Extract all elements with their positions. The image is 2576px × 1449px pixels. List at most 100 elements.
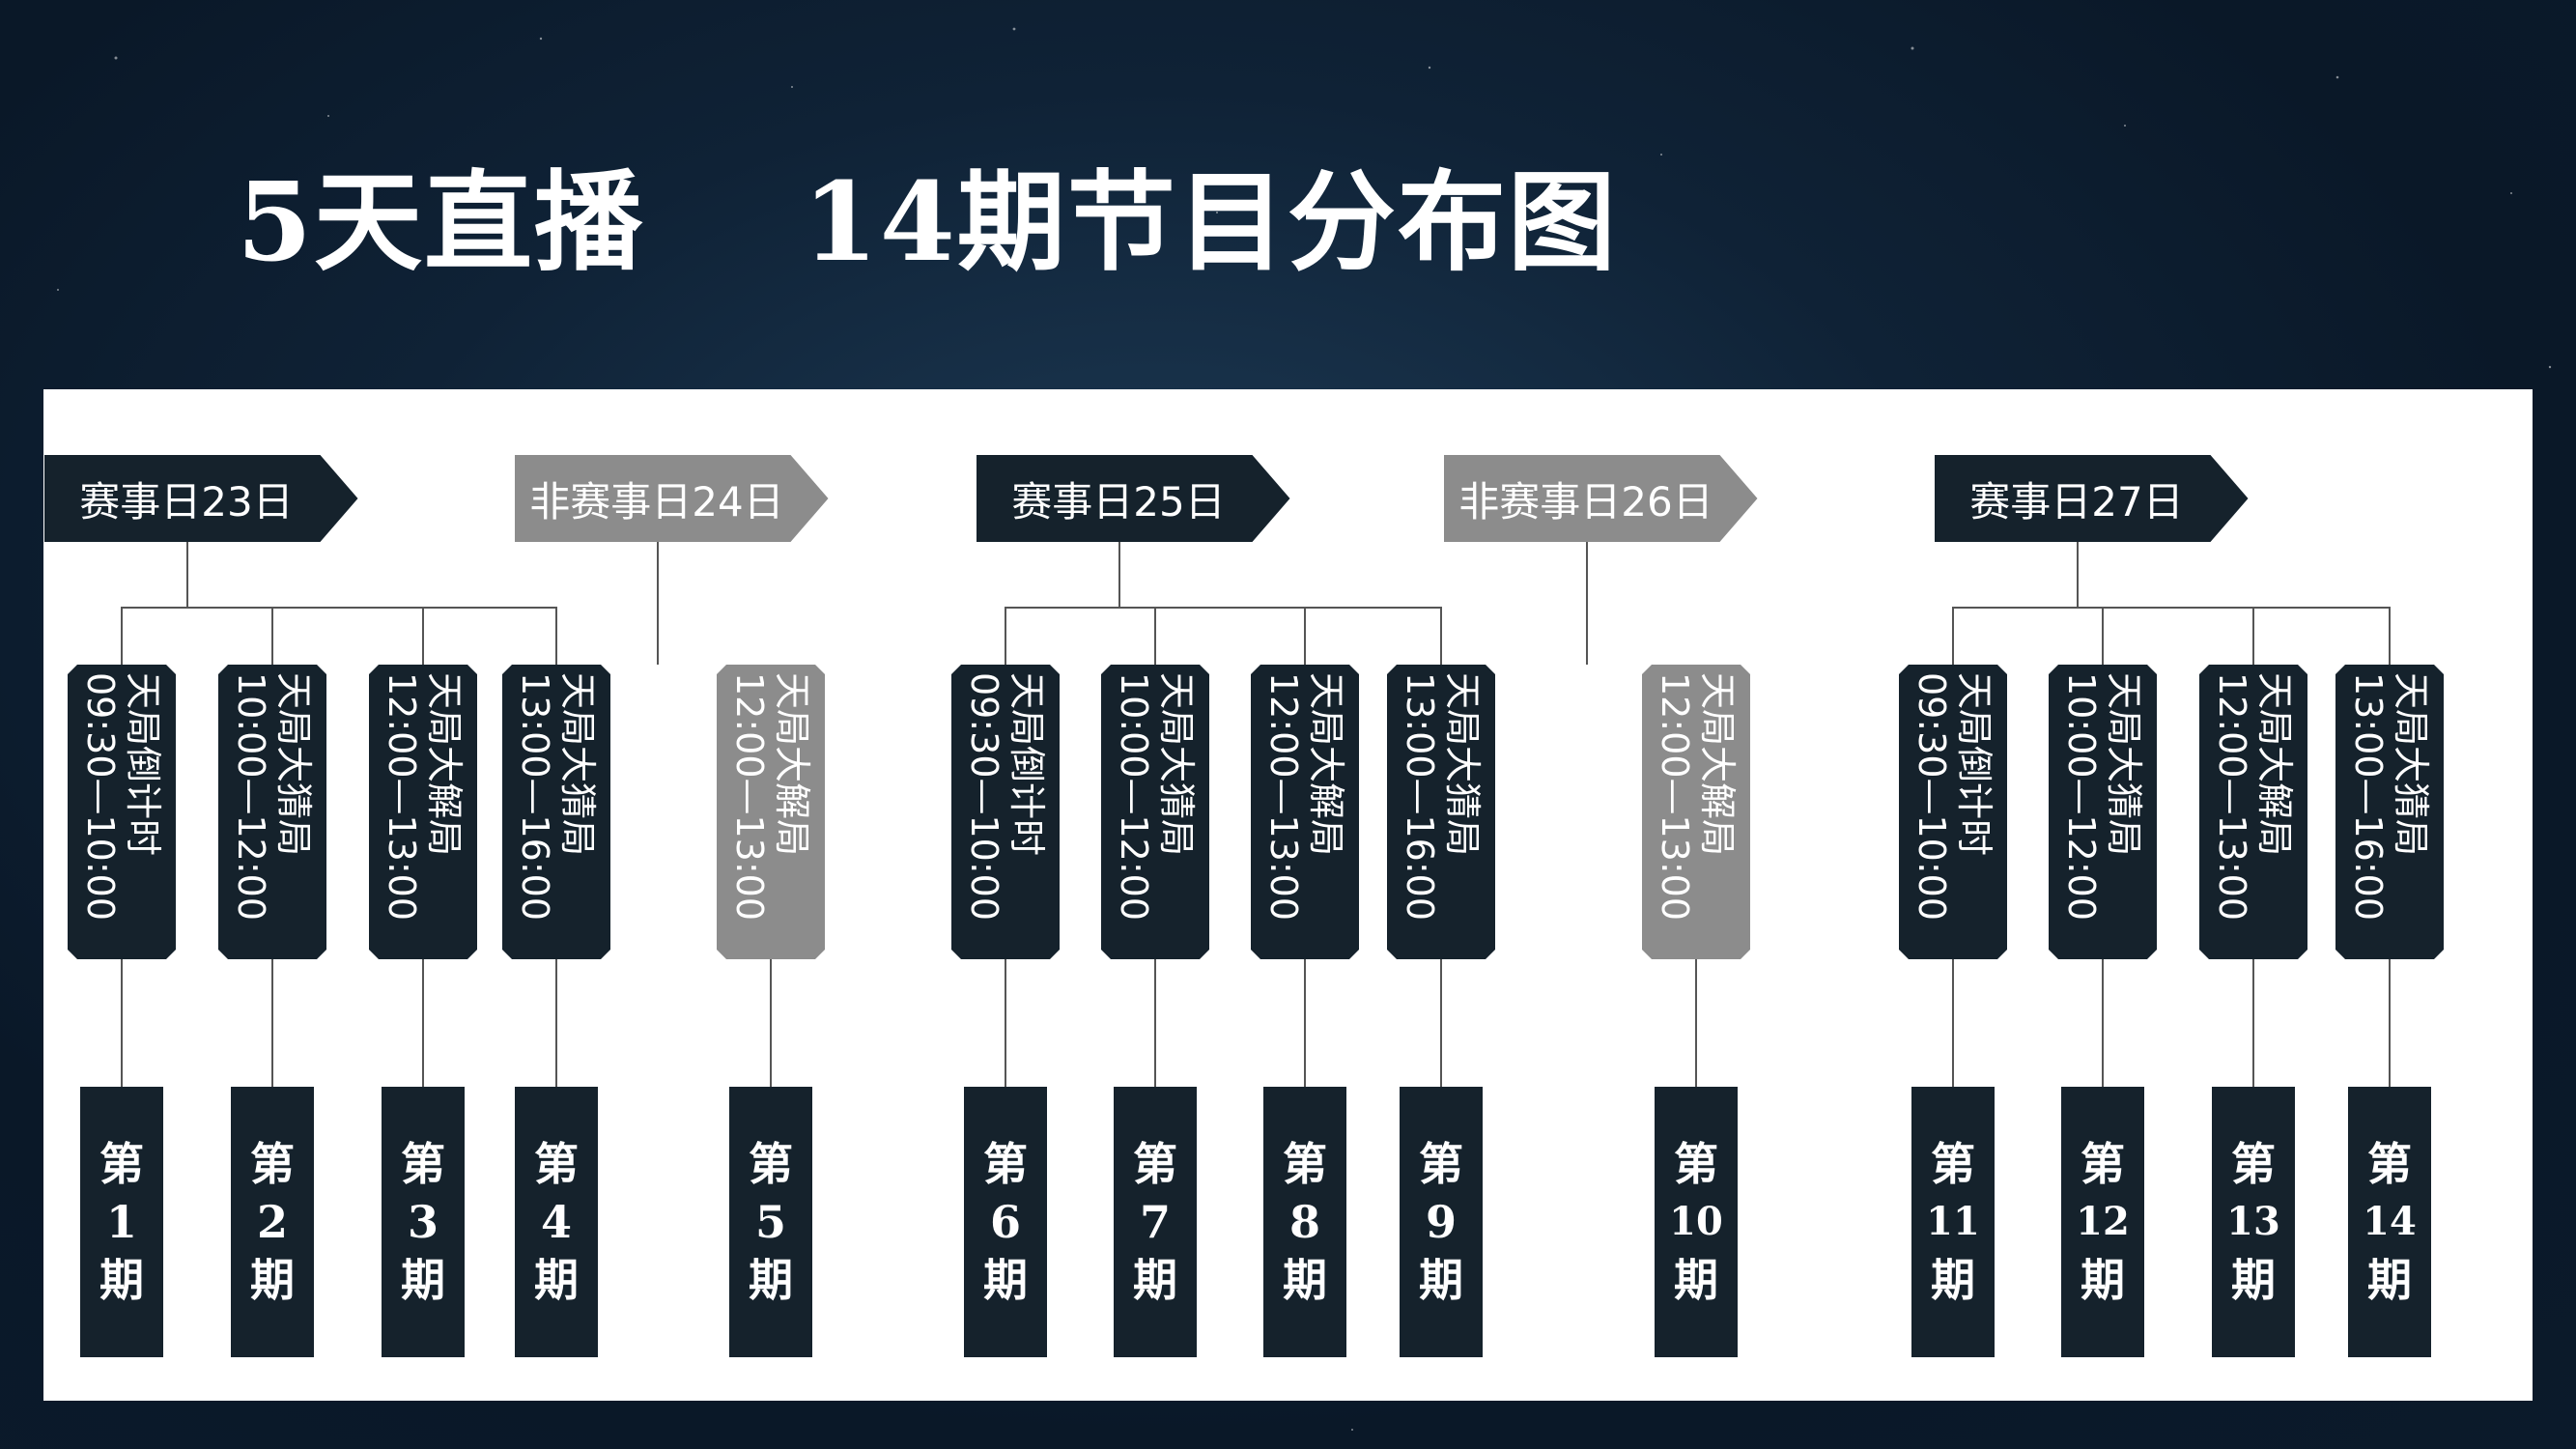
- program-name: 天局大解局: [423, 671, 466, 856]
- period-number: 10: [1669, 1199, 1723, 1244]
- connector-line: [770, 959, 772, 1087]
- connector-line: [2389, 607, 2391, 665]
- program-time: 09:30—10:00: [1911, 671, 1953, 921]
- period-suffix: 期: [2081, 1254, 2125, 1306]
- program-name: 天局大猜局: [2390, 671, 2432, 856]
- period-suffix: 期: [250, 1254, 295, 1306]
- connector-line: [1695, 959, 1697, 1087]
- program-time: 09:30—10:00: [79, 671, 122, 921]
- program-time: 13:00—16:00: [514, 671, 556, 921]
- day-header[interactable]: 赛事日23日: [43, 455, 358, 542]
- connector-line: [1586, 542, 1588, 665]
- period-label: 第 10 期: [1655, 1087, 1738, 1357]
- connector-line: [1154, 959, 1156, 1087]
- connector-line: [2389, 959, 2391, 1087]
- program-time: 12:00—13:00: [728, 671, 771, 921]
- period-suffix: 期: [1419, 1254, 1463, 1306]
- program-time: 10:00—12:00: [2060, 671, 2103, 921]
- connector-line: [2252, 607, 2254, 665]
- period-number: 6: [989, 1196, 1021, 1248]
- period-prefix: 第: [2231, 1138, 2276, 1190]
- period-prefix: 第: [1283, 1138, 1327, 1190]
- connector-line: [1005, 607, 1442, 609]
- program-time: 10:00—12:00: [1113, 671, 1155, 921]
- period-label: 第 12 期: [2061, 1087, 2144, 1357]
- period-prefix: 第: [2367, 1138, 2412, 1190]
- period-prefix: 第: [534, 1138, 579, 1190]
- connector-line: [121, 607, 557, 609]
- program-name: 天局大猜局: [2103, 671, 2145, 856]
- connector-line: [422, 959, 424, 1087]
- connector-line: [1440, 607, 1442, 665]
- period-suffix: 期: [1931, 1254, 1975, 1306]
- connector-line: [271, 607, 273, 665]
- connector-line: [1304, 959, 1306, 1087]
- period-prefix: 第: [983, 1138, 1028, 1190]
- period-suffix: 期: [1674, 1254, 1718, 1306]
- program-time: 13:00—16:00: [2347, 671, 2390, 921]
- period-suffix: 期: [401, 1254, 445, 1306]
- program-time: 09:30—10:00: [963, 671, 1005, 921]
- day-header[interactable]: 赛事日25日: [976, 455, 1290, 542]
- connector-line: [186, 542, 188, 607]
- period-number: 1: [105, 1196, 137, 1248]
- period-prefix: 第: [99, 1138, 144, 1190]
- connector-line: [1952, 607, 1954, 665]
- period-suffix: 期: [1283, 1254, 1327, 1306]
- period-number: 4: [540, 1196, 572, 1248]
- program-name: 天局大猜局: [556, 671, 599, 856]
- program-name: 天局大猜局: [1155, 671, 1198, 856]
- program-name: 天局倒计时: [1005, 671, 1048, 856]
- day-header[interactable]: 非赛事日26日: [1443, 455, 1758, 542]
- day-header[interactable]: 非赛事日24日: [514, 455, 829, 542]
- connector-line: [1952, 959, 1954, 1087]
- program-name: 天局大猜局: [272, 671, 315, 856]
- period-prefix: 第: [2081, 1138, 2125, 1190]
- period-suffix: 期: [534, 1254, 579, 1306]
- period-prefix: 第: [1931, 1138, 1975, 1190]
- program-time: 13:00—16:00: [1399, 671, 1441, 921]
- period-prefix: 第: [250, 1138, 295, 1190]
- connector-line: [422, 607, 424, 665]
- period-suffix: 期: [99, 1254, 144, 1306]
- day-header[interactable]: 赛事日27日: [1934, 455, 2249, 542]
- period-number: 12: [2076, 1199, 2130, 1244]
- period-prefix: 第: [1674, 1138, 1718, 1190]
- period-suffix: 期: [749, 1254, 793, 1306]
- period-number: 14: [2363, 1199, 2417, 1244]
- period-number: 8: [1288, 1196, 1320, 1248]
- connector-line: [1952, 607, 2391, 609]
- period-suffix: 期: [2231, 1254, 2276, 1306]
- connector-line: [271, 959, 273, 1087]
- period-number: 5: [754, 1196, 786, 1248]
- period-number: 11: [1926, 1199, 1980, 1244]
